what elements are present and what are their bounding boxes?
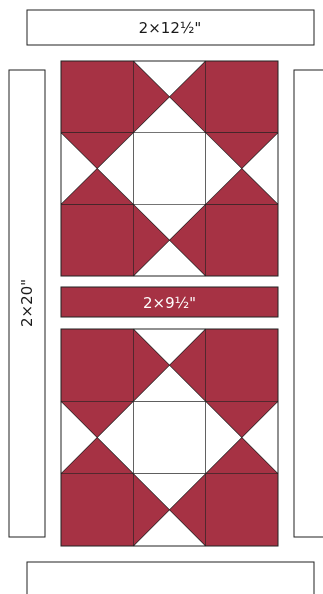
corner-square: [206, 329, 278, 401]
corner-square: [61, 204, 133, 276]
top-strip-label: 2×12½": [139, 19, 202, 37]
corner-square: [206, 204, 278, 276]
corner-square: [206, 61, 278, 133]
right-border-strip: [294, 70, 323, 537]
upper-star-block: [61, 61, 278, 276]
corner-square: [206, 474, 278, 546]
middle-sash-label: 2×9½": [143, 294, 196, 312]
corner-square: [61, 61, 133, 133]
center-square: [133, 401, 205, 473]
corner-square: [61, 474, 133, 546]
corner-square: [61, 329, 133, 401]
lower-star-block: [61, 329, 278, 546]
left-strip-label: 2×20": [18, 279, 36, 327]
center-square: [133, 133, 205, 205]
bottom-border-strip: [27, 562, 314, 594]
